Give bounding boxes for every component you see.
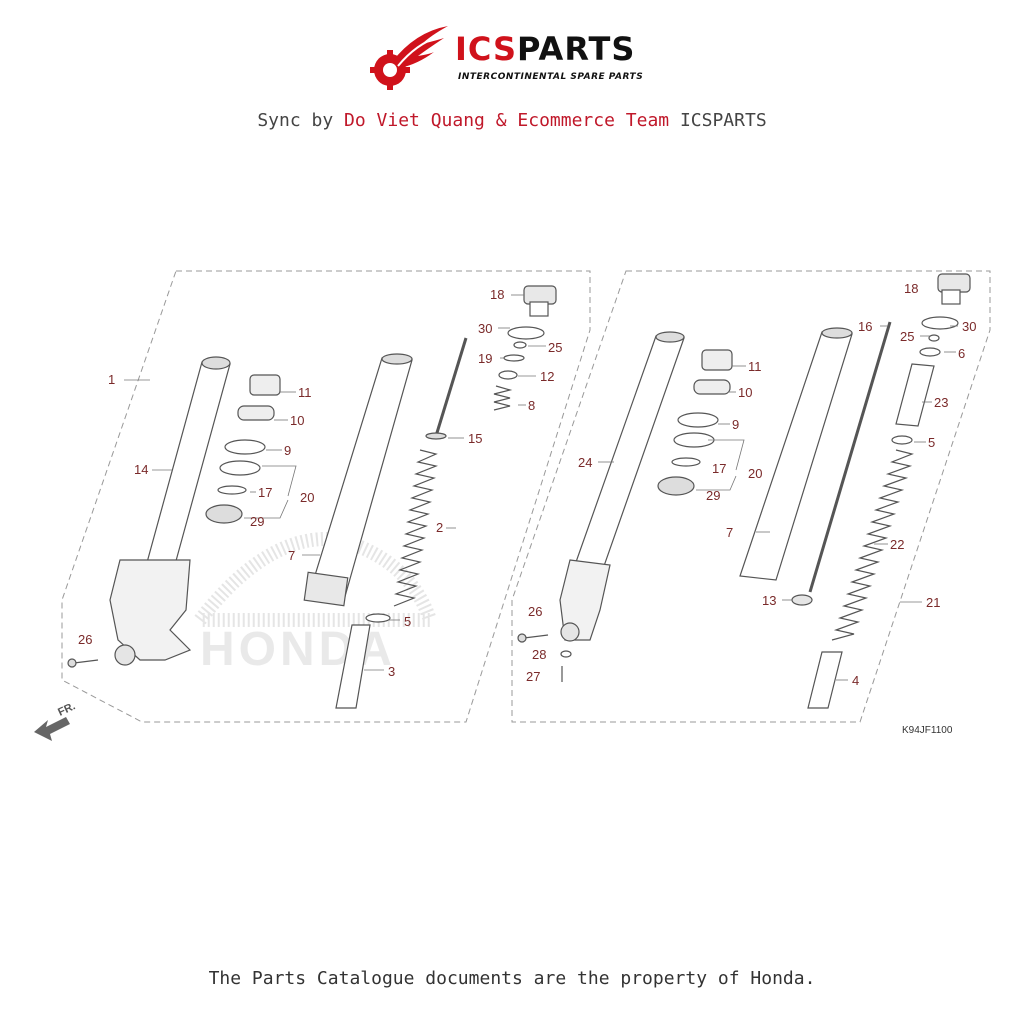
callouts: 1 14 11 10 9 17 20 29 26 7 2 5 3 18 30 2… bbox=[78, 281, 976, 688]
callout-8: 8 bbox=[528, 398, 535, 413]
logo-title-parts: PARTS bbox=[517, 30, 636, 68]
leader-lines bbox=[124, 294, 958, 681]
callout-29-right: 29 bbox=[706, 488, 720, 503]
callout-20-right: 20 bbox=[748, 466, 762, 481]
sync-suffix: ICSPARTS bbox=[669, 110, 767, 131]
callout-20: 20 bbox=[300, 490, 314, 505]
callout-7-left: 7 bbox=[288, 548, 295, 563]
callout-26-left: 26 bbox=[78, 632, 92, 647]
front-direction-arrow-icon: FR. bbox=[34, 700, 77, 741]
callout-9-right: 9 bbox=[732, 417, 739, 432]
callout-23: 23 bbox=[934, 395, 948, 410]
logo-title-ics: ICS bbox=[455, 30, 518, 68]
diagram-code: K94JF1100 bbox=[902, 725, 953, 736]
callout-6: 6 bbox=[958, 346, 965, 361]
callout-11-right: 11 bbox=[748, 359, 762, 374]
left-fork-assembly bbox=[67, 285, 557, 709]
callout-22: 22 bbox=[890, 537, 904, 552]
callout-26-right: 26 bbox=[528, 604, 542, 619]
sync-credit: Sync by Do Viet Quang & Ecommerce Team I… bbox=[0, 110, 1024, 131]
callout-30-left: 30 bbox=[478, 321, 492, 336]
callout-19: 19 bbox=[478, 351, 492, 366]
callout-13: 13 bbox=[762, 593, 776, 608]
sync-prefix: Sync by bbox=[257, 110, 345, 131]
callout-17: 17 bbox=[258, 485, 272, 500]
callout-4: 4 bbox=[852, 673, 859, 688]
callout-11: 11 bbox=[298, 385, 312, 400]
right-panel-border bbox=[511, 270, 991, 723]
callout-10-right: 10 bbox=[738, 385, 752, 400]
callout-29: 29 bbox=[250, 514, 264, 529]
callout-12: 12 bbox=[540, 369, 554, 384]
callout-5-right: 5 bbox=[928, 435, 935, 450]
honda-watermark: HONDA bbox=[185, 532, 440, 676]
footer-notice: The Parts Catalogue documents are the pr… bbox=[208, 968, 816, 989]
callout-5-left: 5 bbox=[404, 614, 411, 629]
callout-7-right: 7 bbox=[726, 525, 733, 540]
callout-9: 9 bbox=[284, 443, 291, 458]
logo-subtitle: INTERCONTINENTAL SPARE PARTS bbox=[458, 72, 644, 82]
wing-gear-icon bbox=[370, 26, 448, 90]
callout-27: 27 bbox=[526, 669, 540, 684]
callout-24: 24 bbox=[578, 455, 592, 470]
logo-title: ICSPARTS bbox=[455, 30, 635, 68]
direction-label: FR. bbox=[56, 700, 77, 718]
left-panel-border bbox=[61, 270, 591, 723]
callout-18-left: 18 bbox=[490, 287, 504, 302]
header: ICSPARTS INTERCONTINENTAL SPARE PARTS Sy… bbox=[0, 0, 1024, 140]
callout-15: 15 bbox=[468, 431, 482, 446]
callout-3: 3 bbox=[388, 664, 395, 679]
callout-16: 16 bbox=[858, 319, 872, 334]
callout-30-right: 30 bbox=[962, 319, 976, 334]
icsparts-logo: ICSPARTS INTERCONTINENTAL SPARE PARTS bbox=[360, 22, 670, 92]
callout-2: 2 bbox=[436, 520, 443, 535]
callout-10: 10 bbox=[290, 413, 304, 428]
callout-17-right: 17 bbox=[712, 461, 726, 476]
callout-14: 14 bbox=[134, 462, 148, 477]
right-fork-assembly bbox=[517, 273, 971, 709]
callout-25-right: 25 bbox=[900, 329, 914, 344]
fork-exploded-view: HONDA bbox=[34, 270, 991, 741]
sync-author: Do Viet Quang & Ecommerce Team bbox=[344, 110, 670, 131]
callout-18-right: 18 bbox=[904, 281, 918, 296]
parts-diagram: HONDA bbox=[0, 250, 1024, 750]
callout-21: 21 bbox=[926, 595, 940, 610]
callout-28: 28 bbox=[532, 647, 546, 662]
callout-1: 1 bbox=[108, 372, 115, 387]
callout-25-left: 25 bbox=[548, 340, 562, 355]
